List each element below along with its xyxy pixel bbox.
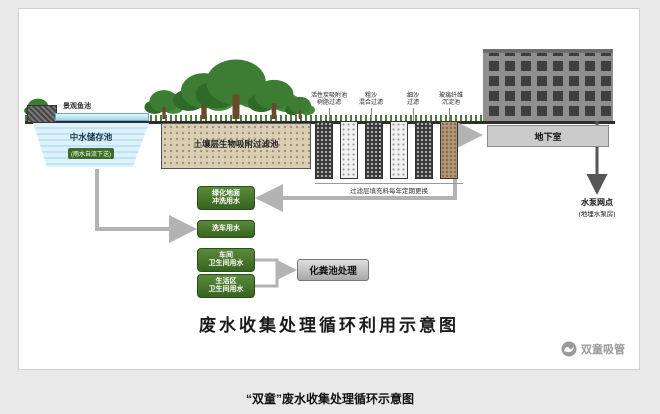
filter-label-line xyxy=(329,108,330,121)
septic-tank-box: 化粪池处理 xyxy=(297,259,369,281)
reuse-box-living-toilet: 生活区 卫生间用水 xyxy=(197,274,255,298)
reuse-box-text: 车间 xyxy=(219,252,233,259)
filter-label-text: 玻璃纤维 xyxy=(438,93,463,99)
septic-tank-label: 化粪池处理 xyxy=(309,266,357,277)
factory-building xyxy=(483,49,613,121)
image-caption: “双童”废水收集处理循环示意图 xyxy=(245,392,414,406)
watermark-text: 双童吸管 xyxy=(581,344,625,356)
tree-icon xyxy=(149,90,179,119)
tree-icon xyxy=(254,79,294,119)
reuse-box-text: 卫生间用水 xyxy=(208,286,244,293)
reuse-box-text: 冲洗用水 xyxy=(212,198,240,205)
filter-column-label: 粗沙 混合过滤 xyxy=(350,93,392,107)
reuse-box-text: 绿化地面 xyxy=(212,190,240,197)
filter-column xyxy=(365,121,383,179)
intake-structure xyxy=(27,105,57,123)
reuse-box-text: 卫生间用水 xyxy=(208,260,244,267)
tree-icon xyxy=(288,96,312,119)
storage-pool-label: 中水储存池 xyxy=(69,132,113,142)
diagram-title: 废水收集处理循环利用示意图 xyxy=(199,316,459,335)
pump-label-line2: (地埋水泵房) xyxy=(578,211,616,218)
filter-column xyxy=(415,121,433,179)
filter-label-line xyxy=(413,108,414,121)
storage-pool: 中水储存池 (雨水自流下送) xyxy=(33,123,149,167)
filter-label-text: 沉淀池 xyxy=(441,100,460,106)
filter-label-line xyxy=(449,108,450,121)
filter-label-text: 粗沙 xyxy=(364,93,377,99)
reuse-box-text: 洗车用水 xyxy=(212,225,240,232)
filter-label-line xyxy=(371,108,372,121)
basement-label: 地下室 xyxy=(534,131,562,142)
grass-strip xyxy=(25,115,615,121)
basement: 地下室 xyxy=(487,125,609,147)
filter-maintenance-note: 过滤层填充料每年定期更换 xyxy=(315,183,463,195)
filter-column xyxy=(315,121,333,179)
filter-label-text: 混合过滤 xyxy=(358,100,383,106)
pump-station-label: 水泵网点 (地埋水泵房) xyxy=(557,197,637,218)
diagram-panel: 景观鱼池 中水储存池 (雨水自流下送) 土壤层生物吸附过滤池 xyxy=(18,8,640,370)
filter-column xyxy=(440,121,458,179)
fish-pond-label: 景观鱼池 xyxy=(63,103,91,110)
filter-label-text: 树脂过滤 xyxy=(316,100,341,106)
filter-column-label: 活性炭吸附池 树脂过滤 xyxy=(308,93,350,107)
reuse-box-text: 生活区 xyxy=(215,278,237,285)
filter-column xyxy=(390,121,408,179)
watermark: 双童吸管 xyxy=(561,341,625,357)
pump-label-line1: 水泵网点 xyxy=(581,198,613,207)
soton-logo-icon xyxy=(561,341,577,357)
filter-label-text: 过滤 xyxy=(406,100,419,106)
filter-column-label: 玻璃纤维 沉淀池 xyxy=(430,93,472,107)
reuse-box-carwash: 洗车用水 xyxy=(197,220,255,238)
fish-pond-water xyxy=(55,113,149,121)
filter-label-text: 活性炭吸附池 xyxy=(310,93,347,99)
filter-column xyxy=(340,121,358,179)
reuse-box-workshop-toilet: 车间 卫生间用水 xyxy=(197,248,255,272)
filter-label-text: 细沙 xyxy=(406,93,419,99)
soil-filter-label: 土壤层生物吸附过滤池 xyxy=(193,139,279,149)
filter-column-label: 细沙 过滤 xyxy=(392,93,434,107)
storage-pool-note: (雨水自流下送) xyxy=(68,148,114,159)
reuse-box-greening: 绿化地面 冲洗用水 xyxy=(197,186,255,210)
soil-filter-bed: 土壤层生物吸附过滤池 xyxy=(161,123,311,169)
